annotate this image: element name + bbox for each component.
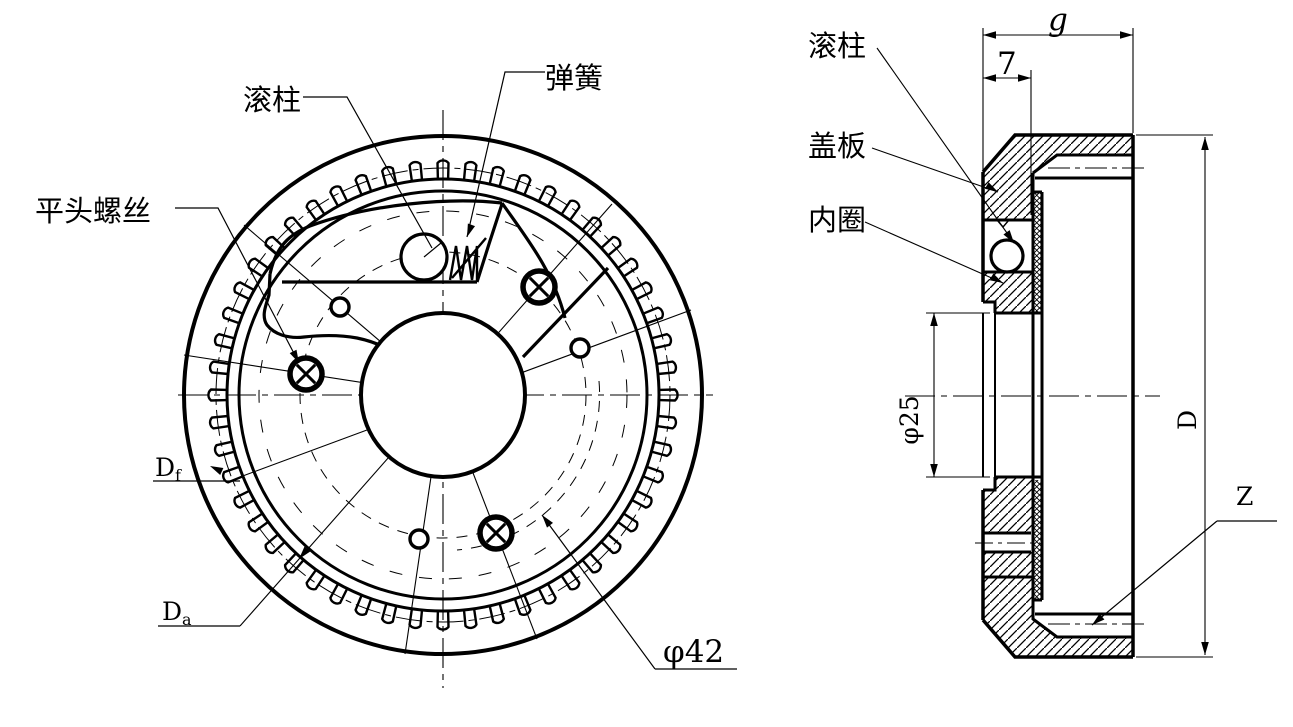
arrowhead [1018, 74, 1031, 82]
arrowhead [983, 74, 996, 82]
section-lower-cover-hatch [983, 552, 1033, 577]
arrowhead [299, 546, 311, 559]
gear-teeth [207, 159, 679, 631]
phi42-leader [541, 514, 737, 670]
arrowhead [984, 182, 998, 192]
outer-rim-circle [182, 134, 704, 656]
flat-head-screws [287, 268, 558, 552]
pin-hole [569, 337, 591, 359]
cam-straight-edge [521, 266, 610, 359]
arrowhead [1201, 642, 1209, 655]
spring-zigzag [448, 237, 487, 282]
cam-concave-edge [500, 202, 567, 319]
pitch-circle [215, 167, 671, 623]
arrowhead [983, 31, 996, 39]
section-inner-race-hatch [983, 272, 1033, 313]
pin-hole [408, 528, 430, 550]
cam-top-arc [268, 199, 503, 275]
section-centerlines [905, 167, 1160, 625]
raceway-diameter-label: φ42 [663, 634, 724, 670]
inner-ring-edge-circle [237, 189, 649, 601]
arrowhead [542, 515, 553, 528]
ext-D [1136, 134, 1213, 658]
roller-label-section: 滚柱 [808, 29, 866, 63]
inner-ring-strip-upper [1033, 192, 1042, 312]
teeth-count-label: Z [1236, 482, 1253, 511]
cam-clearance-circle [258, 210, 628, 580]
leader-inner-ring [864, 221, 1004, 284]
teeth-base-circle [225, 177, 661, 613]
bore-diameter-label: φ25 [895, 395, 924, 444]
roller-section [989, 238, 1025, 274]
outer-diameter-label: D [1173, 410, 1202, 430]
screw-slot-cross [295, 363, 317, 385]
front-view-leaders [153, 71, 1277, 670]
screw-section-lines [983, 531, 1031, 554]
width-g-label: g [1048, 2, 1068, 38]
cam-plate [262, 199, 610, 360]
tip-diameter-label: Da [162, 597, 192, 629]
section-lower-race-hatch [983, 477, 1033, 533]
roller-leader-tick [423, 242, 442, 258]
z-leader [1091, 520, 1277, 626]
arrowheads [210, 31, 1209, 655]
ext-phi25 [926, 312, 990, 478]
arrowhead [1003, 230, 1014, 243]
bore-circle [359, 311, 527, 479]
arrowhead [1092, 613, 1105, 625]
inner-ring-label: 内圈 [808, 203, 866, 237]
inner-ring-strip-lower [1033, 480, 1042, 600]
arrowhead [989, 273, 1003, 283]
spring-label: 弹簧 [545, 61, 603, 95]
arrowhead [467, 223, 476, 237]
screw-slot-cross [528, 276, 550, 298]
arrowhead [1120, 31, 1133, 39]
arrowhead [930, 464, 938, 477]
cam-spring-wall [475, 203, 504, 283]
leader-cover-plate [871, 147, 999, 193]
front-view: 滚柱 弹簧 平头螺丝 Df Da φ42 [35, 61, 1277, 688]
section-view: 滚柱 盖板 内圈 g 7 Z D φ25 [808, 2, 1253, 659]
roller-label-front: 滚柱 [243, 83, 301, 117]
leader-roller-section [876, 47, 1015, 244]
arrowhead [210, 466, 224, 475]
small-holes [329, 296, 591, 550]
arrowhead [1201, 137, 1209, 150]
width-7-label: 7 [997, 46, 1017, 82]
pin-hole [329, 296, 351, 318]
bolt-circle [299, 251, 587, 539]
section-upper-body-hatch [983, 135, 1133, 220]
spring-leader [466, 71, 545, 238]
arrowhead [930, 313, 938, 326]
flat-head-screw-label: 平头螺丝 [35, 194, 151, 228]
cover-plate-label: 盖板 [808, 129, 866, 163]
raceway-dashed-arc [456, 380, 601, 551]
screw-leader [175, 207, 300, 364]
root-diameter-label: Df [155, 453, 182, 485]
arrowhead [289, 349, 299, 363]
cam-left-wing [262, 273, 401, 360]
roller-leader [303, 96, 433, 249]
screw-slot-cross [485, 522, 507, 544]
